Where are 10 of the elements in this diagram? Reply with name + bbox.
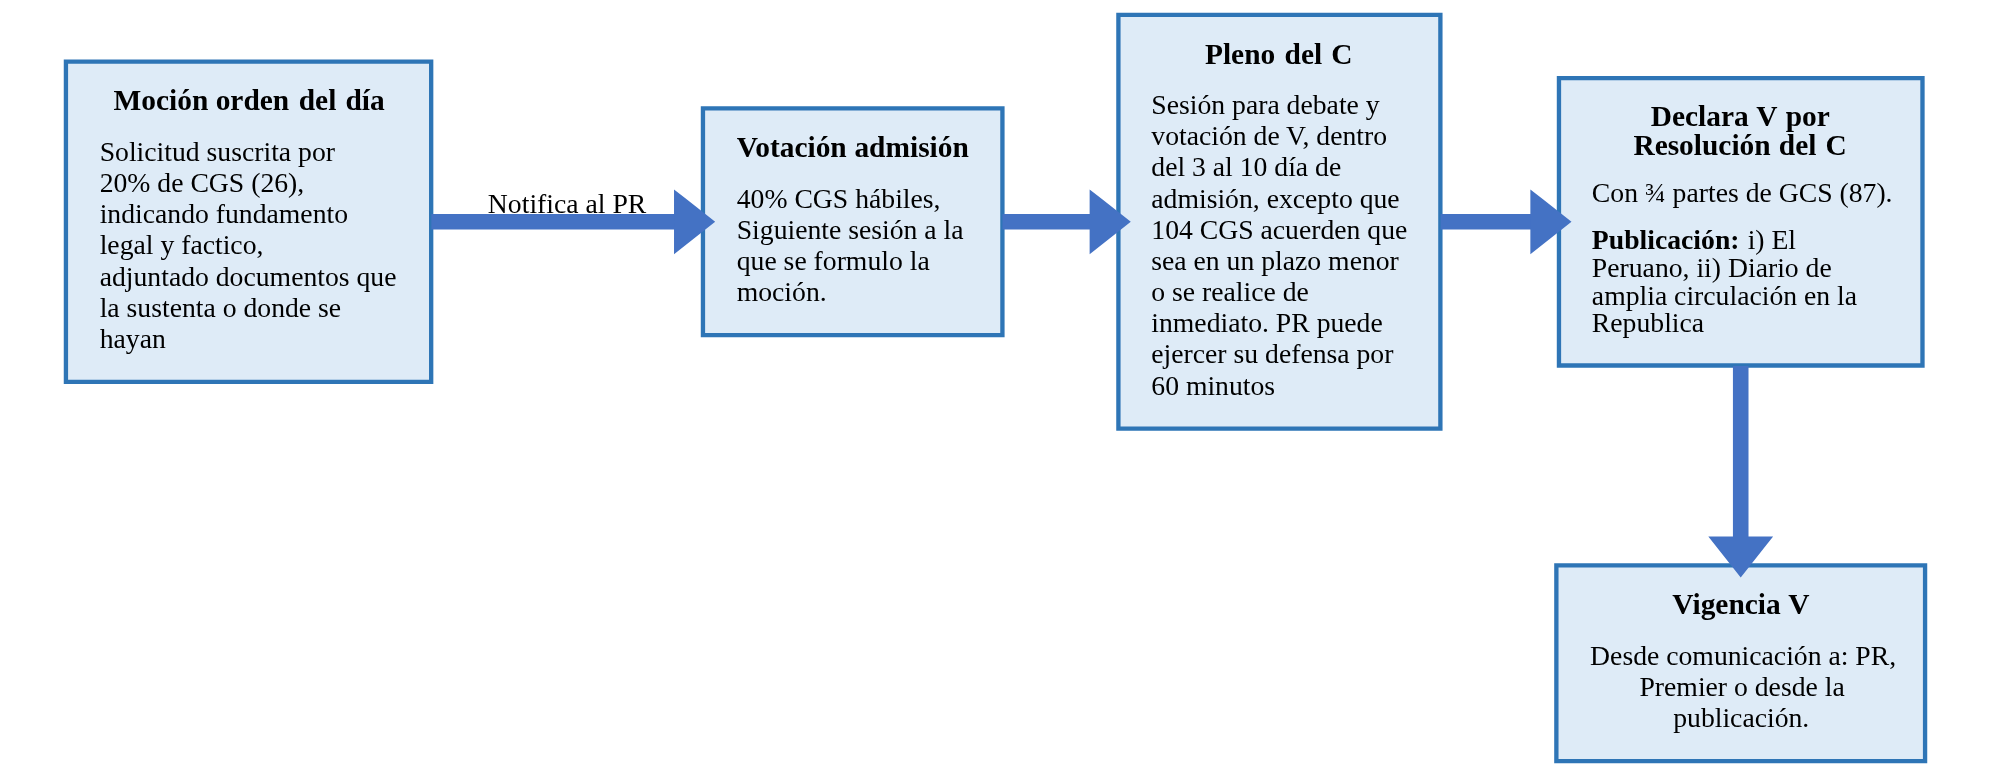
node-box: Moción orden del día Solicitud suscrita por 20% de CGS (26), indicando fundamento legal y factico, adjuntado documentos que la sustenta o donde se hayan <box>63 59 434 385</box>
arrow <box>1002 189 1131 255</box>
edge-label: Notifica al PR <box>487 187 647 219</box>
arrow <box>431 189 716 255</box>
arrow <box>1440 189 1572 255</box>
node-box: Declara V por Resolución del C Con ¾ partes de GCS (87). Publicación: i) El Peruano, ii) Diario de amplia circulación en la Republica <box>1556 75 1925 368</box>
node-box: Vigencia V Desde comunicación a: PR, Premier o desde la publicación. <box>1554 563 1928 764</box>
node-box: Pleno del C Sesión para debate y votación de V, dentro del 3 al 10 día de admisión, excepto que 104 CGS acuerden que sea en un plazo menor o se realice de inmediato. PR puede ejercer su defensa por 60 minutos <box>1116 12 1443 431</box>
node-box: Votación admisión 40% CGS hábiles, Siguiente sesión a la que se formulo la moción. <box>700 106 1005 338</box>
arrow <box>1708 365 1774 578</box>
